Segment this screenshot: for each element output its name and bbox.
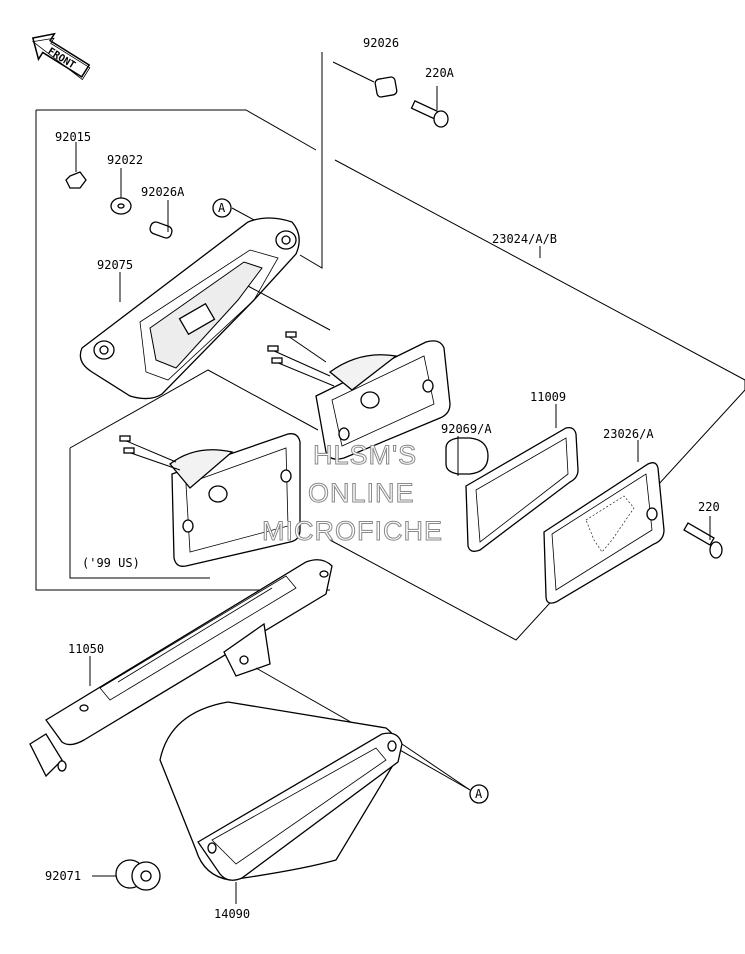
front-arrow-icon: FRONT xyxy=(31,32,91,81)
watermark-line-1: HLSM'S xyxy=(313,440,417,470)
label-92015: 92015 xyxy=(55,130,91,144)
frame-outer-top xyxy=(299,52,323,269)
grommet-92071 xyxy=(92,859,161,891)
label-92022: 92022 xyxy=(107,153,143,167)
label-11009: 11009 xyxy=(530,390,566,404)
spacer-92026 xyxy=(332,61,398,98)
label-23024: 23024/A/B xyxy=(492,232,557,246)
bracket-11050 xyxy=(29,559,471,791)
label-23026: 23026/A xyxy=(603,427,654,441)
screw-220 xyxy=(683,516,723,559)
tail-lamp-99us xyxy=(119,433,301,567)
frame-outer-diag xyxy=(334,159,745,381)
label-92075: 92075 xyxy=(97,258,133,272)
housing-bracket-92075 xyxy=(79,217,331,400)
label-220: 220 xyxy=(698,500,720,514)
tail-lamp-23024 xyxy=(267,246,541,460)
label-92026A: 92026A xyxy=(141,185,185,199)
frame-inner-top xyxy=(36,109,317,151)
label-92069: 92069/A xyxy=(441,422,492,436)
bulb-92069 xyxy=(445,436,489,476)
collar-92026A xyxy=(149,200,173,239)
frame-us-top xyxy=(69,369,319,449)
housing-14090 xyxy=(159,701,471,904)
label-92071: 92071 xyxy=(45,869,81,883)
ref-marker-a-lower xyxy=(469,784,489,804)
label-92026: 92026 xyxy=(363,36,399,50)
watermark-line-3: MICROFICHE xyxy=(262,516,443,546)
screw-220A xyxy=(410,86,449,128)
watermark-line-2: ONLINE xyxy=(308,478,415,508)
label-ref-a-upper: A xyxy=(218,201,226,215)
label-11050: 11050 xyxy=(68,642,104,656)
label-ref-a-lower: A xyxy=(475,787,483,801)
frame-inner-left xyxy=(35,110,330,591)
washer-92022 xyxy=(110,168,132,215)
label-14090: 14090 xyxy=(214,907,250,921)
nut-92015 xyxy=(65,142,87,189)
gasket-11009 xyxy=(465,404,579,552)
ref-marker-a-upper xyxy=(212,198,232,218)
lens-23026 xyxy=(543,440,665,604)
label-220A: 220A xyxy=(425,66,455,80)
label-99-us: ('99 US) xyxy=(82,556,140,570)
frame-us-box xyxy=(69,448,210,579)
